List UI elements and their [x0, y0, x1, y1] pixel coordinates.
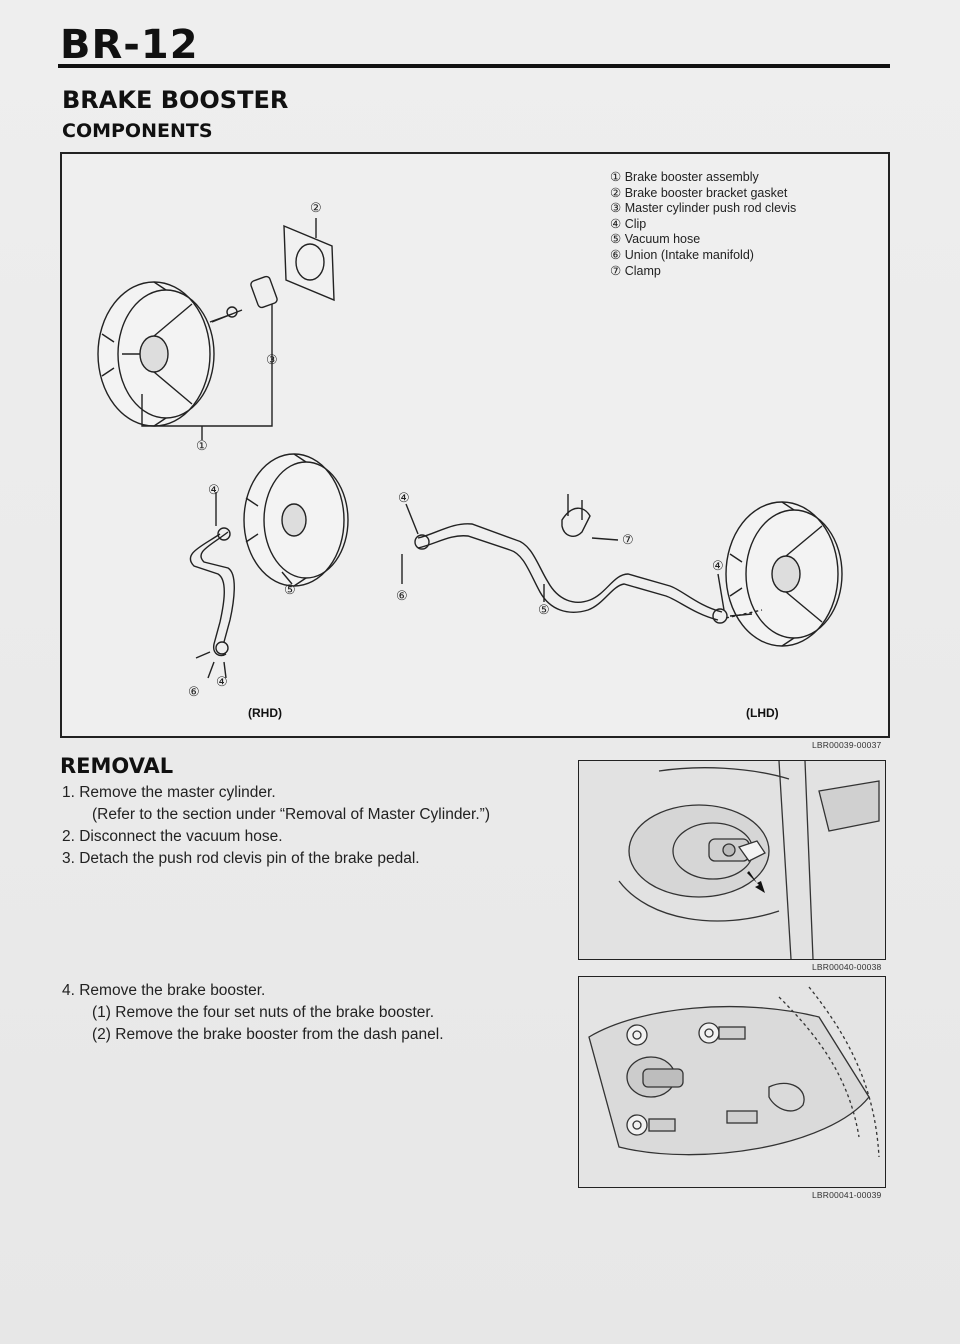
removal-step-1: 1. Remove the master cylinder.: [62, 784, 276, 801]
callout-2: ②: [310, 200, 322, 215]
callout-5-lhd: ⑤: [538, 602, 550, 617]
removal-step-2: 2. Disconnect the vacuum hose.: [62, 828, 283, 845]
photo1-code: LBR00040-00038: [812, 962, 882, 972]
header-rule: [58, 64, 890, 68]
callout-3: ③: [266, 352, 278, 367]
removal-step-4-2: (2) Remove the brake booster from the da…: [92, 1026, 444, 1043]
page-id: BR-12: [60, 22, 199, 68]
callout-4-lhd-right: ④: [712, 558, 724, 573]
rhd-label: (RHD): [248, 706, 282, 720]
pushrod-clevis-photo: [578, 760, 886, 960]
callout-4-rhd-upper: ④: [208, 482, 220, 497]
callout-1: ①: [196, 438, 208, 453]
callout-6-lhd: ⑥: [396, 588, 408, 603]
section-title: BRAKE BOOSTER: [62, 86, 289, 114]
legend-item: ③ Master cylinder push rod clevis: [610, 201, 797, 216]
removal-step-4: 4. Remove the brake booster.: [62, 982, 266, 999]
callout-4-rhd-lower: ④: [216, 674, 228, 689]
callout-4-lhd-left: ④: [398, 490, 410, 505]
legend-item: ④ Clip: [610, 216, 647, 231]
photo2-code: LBR00041-00039: [812, 1190, 882, 1200]
legend-item: ⑦ Clamp: [610, 263, 661, 278]
callout-7: ⑦: [622, 532, 634, 547]
legend-item: ⑤ Vacuum hose: [610, 232, 701, 247]
components-figure: ② ③ ① ④ ⑤ ⑥ ④ ④ ⑥ ⑤ ⑦ ④ (RHD) (LHD): [60, 152, 890, 738]
components-drawing: [97, 218, 843, 679]
pushrod-clevis-drawing: [579, 761, 885, 959]
callout-6-rhd: ⑥: [188, 684, 200, 699]
removal-title: REMOVAL: [60, 754, 174, 778]
legend-item: ① Brake booster assembly: [610, 170, 759, 184]
removal-step-3: 3. Detach the push rod clevis pin of the…: [62, 850, 420, 867]
removal-step-4-1: (1) Remove the four set nuts of the brak…: [92, 1004, 435, 1021]
legend-item: ② Brake booster bracket gasket: [610, 185, 788, 200]
callout-5-rhd: ⑤: [284, 582, 296, 597]
figure-code: LBR00039-00037: [812, 740, 882, 750]
booster-nuts-drawing: [579, 977, 885, 1187]
removal-step-1-note: (Refer to the section under “Removal of …: [92, 806, 490, 823]
legend-item: ⑥ Union (Intake manifold): [610, 247, 754, 262]
lhd-label: (LHD): [746, 706, 779, 720]
component-legend: ① Brake booster assembly ② Brake booster…: [610, 170, 796, 279]
booster-nuts-photo: [578, 976, 886, 1188]
section-subtitle: COMPONENTS: [62, 120, 213, 142]
